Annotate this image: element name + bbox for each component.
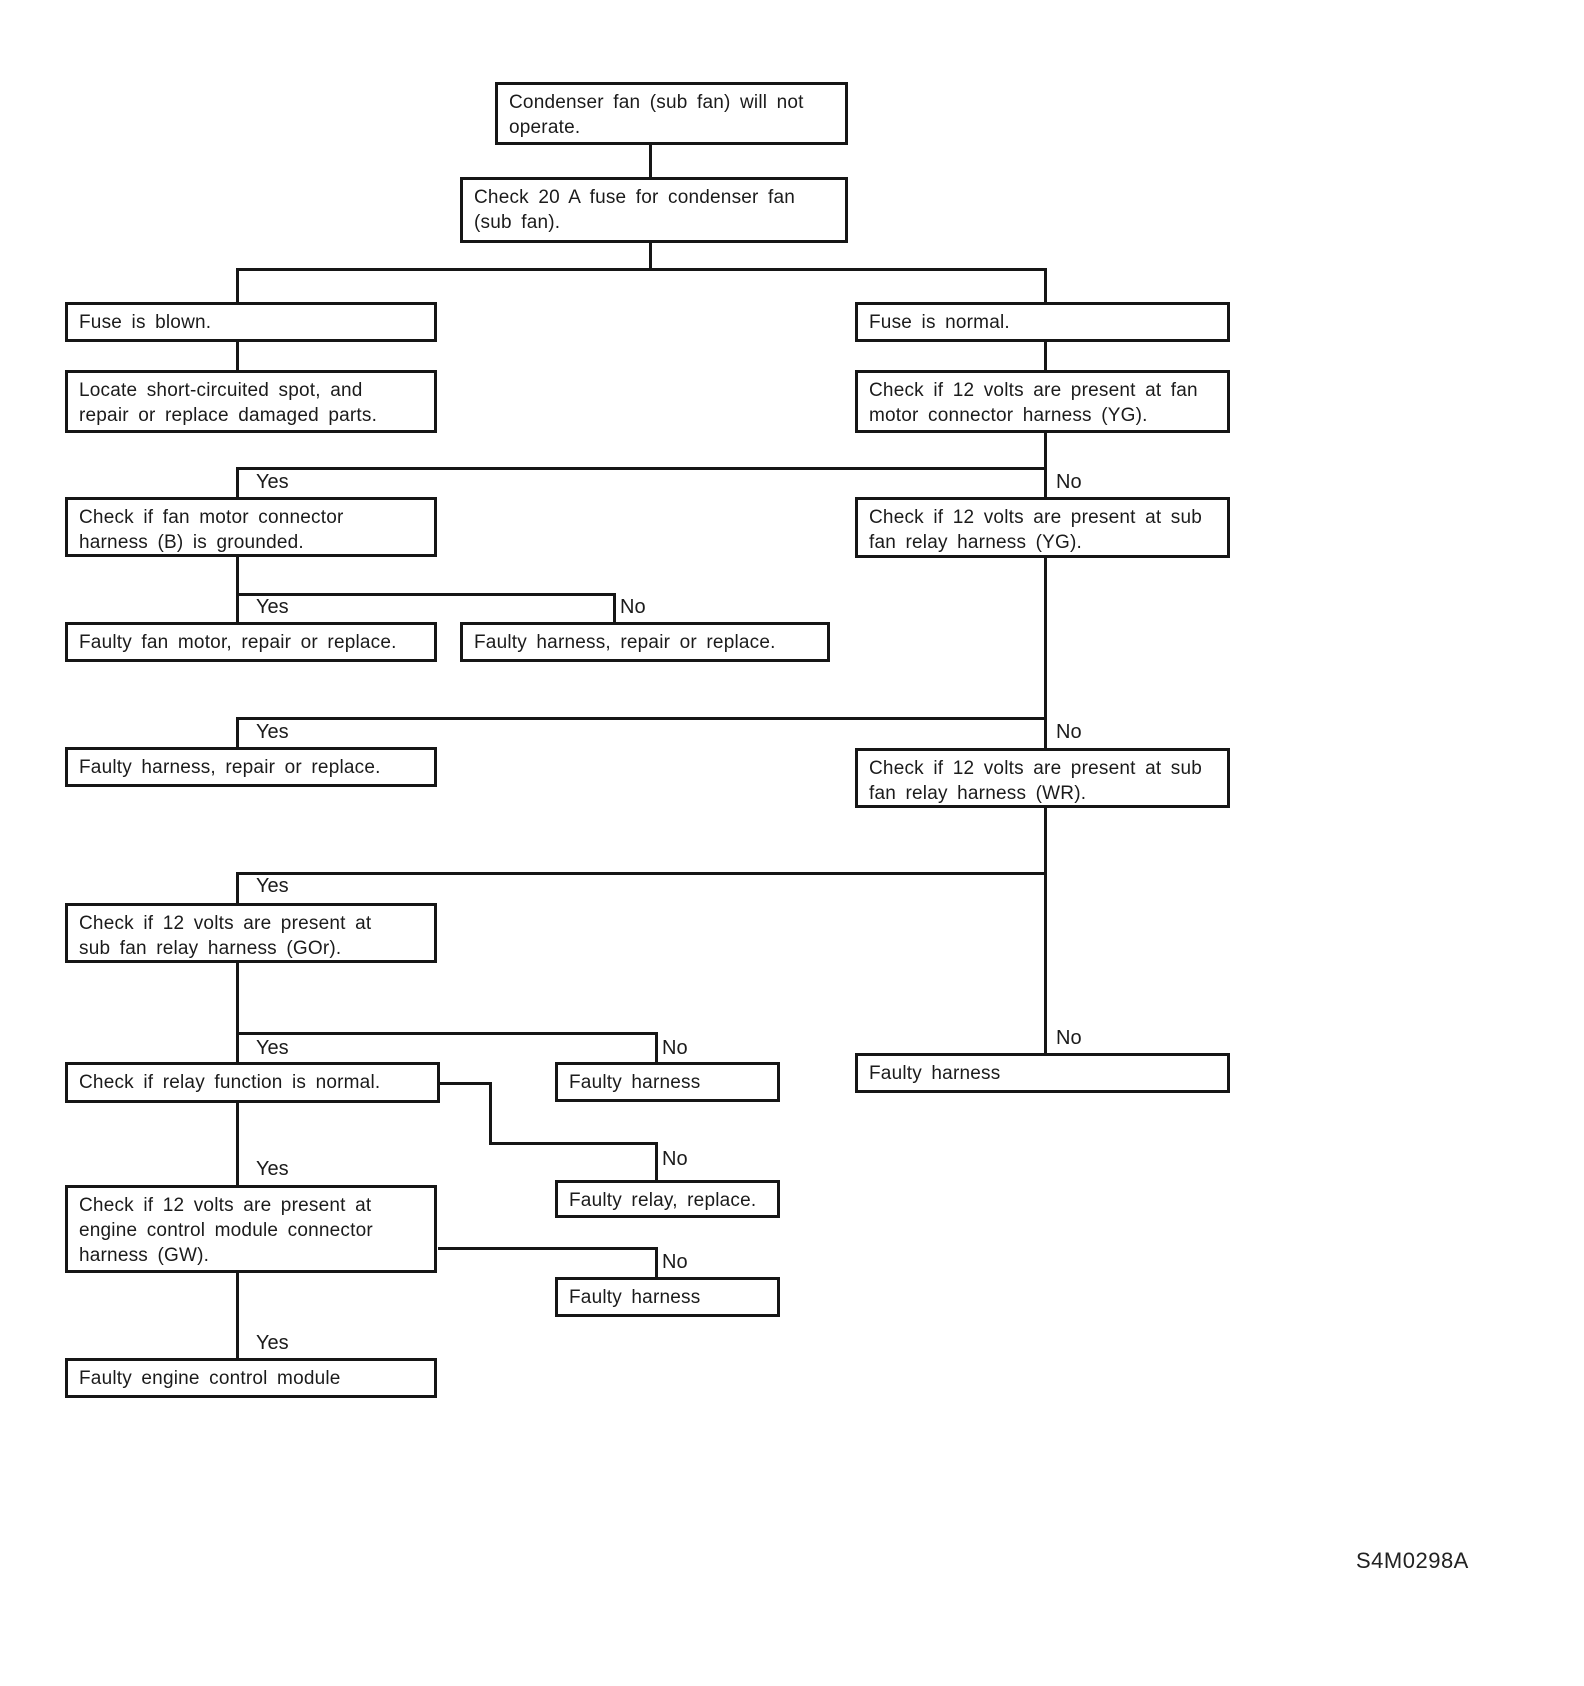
connector-line: [236, 717, 239, 747]
connector-line: [236, 467, 239, 497]
connector-line: [655, 1032, 658, 1062]
connector-line: [1044, 268, 1047, 302]
node-faulty-relay-replace: Faulty relay, replace.: [555, 1180, 780, 1218]
connector-line: [438, 1082, 492, 1085]
connector-line: [489, 1142, 658, 1145]
node-check-relay-function: Check if relay function is normal.: [65, 1062, 440, 1103]
branch-label-no: No: [1056, 721, 1082, 743]
branch-label-yes: Yes: [256, 875, 289, 897]
node-check-sub-fan-relay-wr: Check if 12 volts are present at sub fan…: [855, 748, 1230, 808]
connector-line: [236, 1273, 239, 1358]
node-condenser-fan-will-not-operate: Condenser fan (sub fan) will not operate…: [495, 82, 848, 145]
connector-line: [236, 1103, 239, 1185]
connector-line: [649, 243, 652, 268]
branch-label-no: No: [662, 1251, 688, 1273]
connector-line: [236, 593, 616, 596]
branch-label-no: No: [662, 1148, 688, 1170]
node-locate-short-circuit: Locate short-circuited spot, and repair …: [65, 370, 437, 433]
connector-line: [236, 467, 1047, 470]
connector-line: [655, 1142, 658, 1180]
connector-line: [1044, 808, 1047, 1053]
node-faulty-harness-mid2: Faulty harness: [555, 1277, 780, 1317]
connector-line: [236, 963, 239, 1062]
figure-code: S4M0298A: [1356, 1548, 1469, 1573]
branch-label-no: No: [620, 596, 646, 618]
connector-line: [236, 1032, 658, 1035]
node-faulty-fan-motor: Faulty fan motor, repair or replace.: [65, 622, 437, 662]
branch-label-yes: Yes: [256, 721, 289, 743]
node-fuse-is-normal: Fuse is normal.: [855, 302, 1230, 342]
connector-line: [1044, 433, 1047, 497]
node-check-sub-fan-relay-gor: Check if 12 volts are present at sub fan…: [65, 903, 437, 963]
connector-line: [655, 1247, 658, 1277]
branch-label-yes: Yes: [256, 596, 289, 618]
connector-line: [236, 557, 239, 622]
branch-label-no: No: [1056, 471, 1082, 493]
connector-line: [236, 717, 1047, 720]
connector-line: [1044, 558, 1047, 748]
connector-line: [438, 1247, 658, 1250]
branch-label-yes: Yes: [256, 1332, 289, 1354]
node-check-harness-b-grounded: Check if fan motor connector harness (B)…: [65, 497, 437, 557]
node-faulty-harness-mid1: Faulty harness: [555, 1062, 780, 1102]
node-faulty-engine-control-module: Faulty engine control module: [65, 1358, 437, 1398]
branch-label-no: No: [662, 1037, 688, 1059]
node-check-sub-fan-relay-yg: Check if 12 volts are present at sub fan…: [855, 497, 1230, 558]
connector-line: [236, 268, 1047, 271]
connector-line: [613, 593, 616, 622]
connector-line: [489, 1082, 492, 1142]
branch-label-yes: Yes: [256, 1158, 289, 1180]
connector-line: [649, 145, 652, 177]
connector-line: [236, 872, 1047, 875]
node-check-20a-fuse: Check 20 A fuse for condenser fan (sub f…: [460, 177, 848, 243]
connector-line: [236, 268, 239, 302]
node-faulty-harness-repair-mid: Faulty harness, repair or replace.: [460, 622, 830, 662]
connector-line: [1044, 342, 1047, 370]
node-fuse-is-blown: Fuse is blown.: [65, 302, 437, 342]
branch-label-no: No: [1056, 1027, 1082, 1049]
node-faulty-harness-repair-left: Faulty harness, repair or replace.: [65, 747, 437, 787]
node-check-ecm-gw: Check if 12 volts are present at engine …: [65, 1185, 437, 1273]
node-faulty-harness-right: Faulty harness: [855, 1053, 1230, 1093]
connector-line: [236, 342, 239, 370]
connector-line: [236, 872, 239, 903]
node-check-fan-motor-12v-yg: Check if 12 volts are present at fan mot…: [855, 370, 1230, 433]
branch-label-yes: Yes: [256, 1037, 289, 1059]
branch-label-yes: Yes: [256, 471, 289, 493]
